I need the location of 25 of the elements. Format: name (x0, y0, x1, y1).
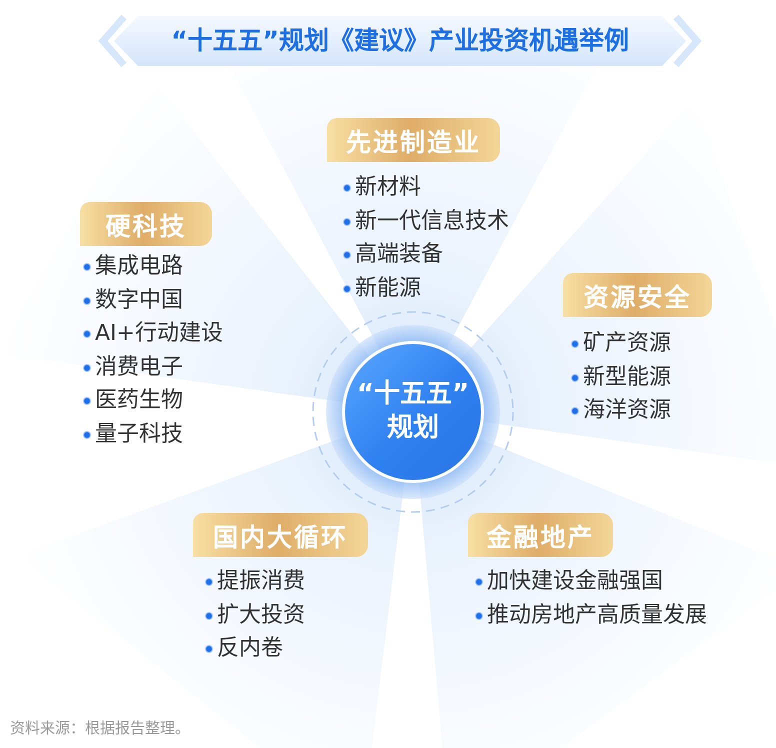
category-tag: 金融地产 (468, 513, 613, 557)
list-item: 反内卷 (217, 635, 283, 663)
list-item: 海洋资源 (583, 397, 671, 425)
list-item: AI+行动建设 (95, 320, 223, 348)
source-note: 资料来源：根据报告整理。 (10, 718, 190, 738)
category-tag: 先进制造业 (327, 118, 500, 162)
list-item: 消费电子 (95, 354, 183, 382)
list-item: 推动房地产高质量发展 (487, 602, 707, 630)
list-item: 医药生物 (95, 387, 183, 415)
category-tag: 国内大循环 (193, 513, 368, 557)
list-item: 高端装备 (355, 241, 443, 269)
list-item: 加快建设金融强国 (487, 568, 663, 596)
list-item: 集成电路 (95, 253, 183, 281)
list-item: 矿产资源 (583, 330, 671, 358)
list-item: 扩大投资 (217, 602, 305, 630)
list-item: 新材料 (355, 174, 421, 202)
list-item: 新能源 (355, 275, 421, 303)
category-tag: 资源安全 (563, 273, 712, 317)
list-item: 新型能源 (583, 364, 671, 392)
list-item: 数字中国 (95, 287, 183, 315)
title: “十五五”规划《建议》产业投资机遇举例 (171, 25, 629, 57)
category-tag: 硬科技 (80, 202, 212, 246)
list-item: 新一代信息技术 (355, 208, 509, 236)
list-item: 量子科技 (95, 421, 183, 449)
list-item: 提振消费 (217, 568, 305, 596)
